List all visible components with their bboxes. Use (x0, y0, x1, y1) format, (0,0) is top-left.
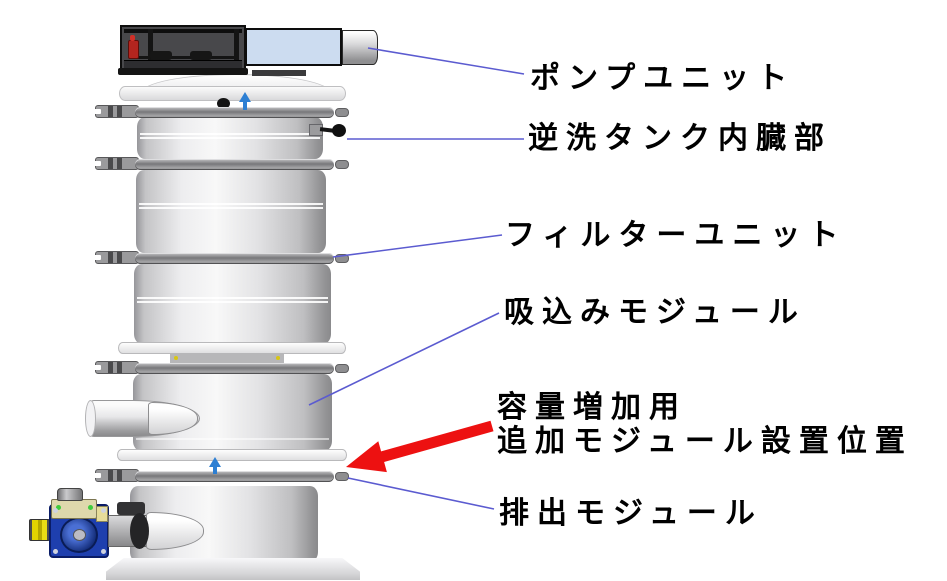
lid-fitting (217, 98, 230, 109)
module-seam (140, 133, 320, 135)
module-seam (136, 438, 329, 440)
pump-housing-detail (148, 29, 153, 66)
leader-line-pump-unit (367, 47, 525, 75)
label-backwash-tank: 逆洗タンク内臓部 (528, 122, 832, 155)
label-capacity-note: 容量増加用 追加モジュール設置位置 (497, 391, 913, 459)
label-discharge-module: 排出モジュール (499, 497, 763, 530)
base-flange (106, 558, 360, 580)
valve-top-knob (57, 488, 83, 501)
module-middle (134, 264, 331, 344)
pump-air-valve-cap (130, 35, 135, 41)
module-filter-unit (136, 170, 326, 253)
clamp-bar (135, 159, 334, 170)
clamp-latch (94, 361, 139, 374)
label-suction-module: 吸込みモジュール (504, 296, 806, 329)
recess-pin (174, 356, 178, 360)
pump-outlet-cylinder (342, 30, 378, 65)
module-recess-ring (170, 353, 284, 363)
clamp-ring-4 (94, 360, 350, 376)
module-seam (137, 301, 328, 303)
module-flange (117, 449, 347, 461)
clamp-bolt (335, 108, 349, 117)
leader-line-suction-module (308, 312, 500, 406)
leader-line-filter-unit (332, 234, 503, 258)
pump-housing-detail (234, 29, 239, 66)
pump-motor-housing (120, 25, 246, 70)
clamp-latch (94, 469, 139, 482)
clamp-latch (94, 157, 139, 170)
backwash-valve-knob (332, 124, 346, 137)
label-capacity-note-line2: 追加モジュール設置位置 (497, 425, 913, 458)
clamp-bar (135, 253, 334, 264)
clamp-ring-3 (94, 250, 350, 266)
pump-housing-foot (150, 51, 172, 60)
indicator-light (88, 505, 93, 510)
clamp-bolt (335, 364, 349, 373)
module-seam (139, 203, 323, 205)
capacity-position-arrow-icon (346, 420, 494, 473)
pump-air-valve (128, 40, 139, 59)
clamp-latch (94, 251, 139, 264)
clamp-bolt (335, 472, 349, 481)
leader-line-discharge-module (347, 477, 495, 510)
valve-bolt (101, 508, 106, 513)
valve-bolt (53, 508, 58, 513)
valve-bolt (101, 549, 106, 554)
clamp-bar (135, 363, 334, 374)
indicator-light (56, 505, 61, 510)
clamp-latch (94, 105, 139, 118)
module-seam (140, 137, 320, 139)
label-pump-unit: ポンプユニット (530, 62, 796, 95)
pump-mount-strip (118, 68, 248, 75)
module-seam (139, 207, 323, 209)
clamp-bolt (335, 160, 349, 169)
pump-housing-detail (124, 60, 242, 69)
pump-housing-detail (124, 29, 242, 33)
tank-lid-rim (119, 86, 346, 101)
clamp-bolt (335, 254, 349, 263)
label-capacity-note-line1: 容量増加用 (497, 391, 687, 424)
label-filter-unit: フィルターユニット (505, 219, 847, 252)
valve-hub (73, 529, 86, 541)
suction-inlet-opening (85, 400, 96, 437)
clamp-bar (135, 107, 334, 118)
valve-bolt (53, 549, 58, 554)
module-seam (137, 297, 328, 299)
pump-cover (245, 28, 342, 66)
pipe-fitting (117, 502, 145, 515)
clamp-ring-1 (94, 104, 350, 120)
pump-housing-foot (190, 51, 212, 60)
clamp-bar (135, 471, 334, 482)
pump-housing-detail (132, 56, 238, 59)
pump-mount-strip (252, 70, 306, 76)
clamp-ring-2 (94, 156, 350, 172)
pipe-joint (130, 513, 149, 549)
clamp-ring-5-additional-module-position (94, 468, 350, 484)
recess-pin (276, 356, 280, 360)
valve-actuator-cylinder (29, 519, 50, 541)
